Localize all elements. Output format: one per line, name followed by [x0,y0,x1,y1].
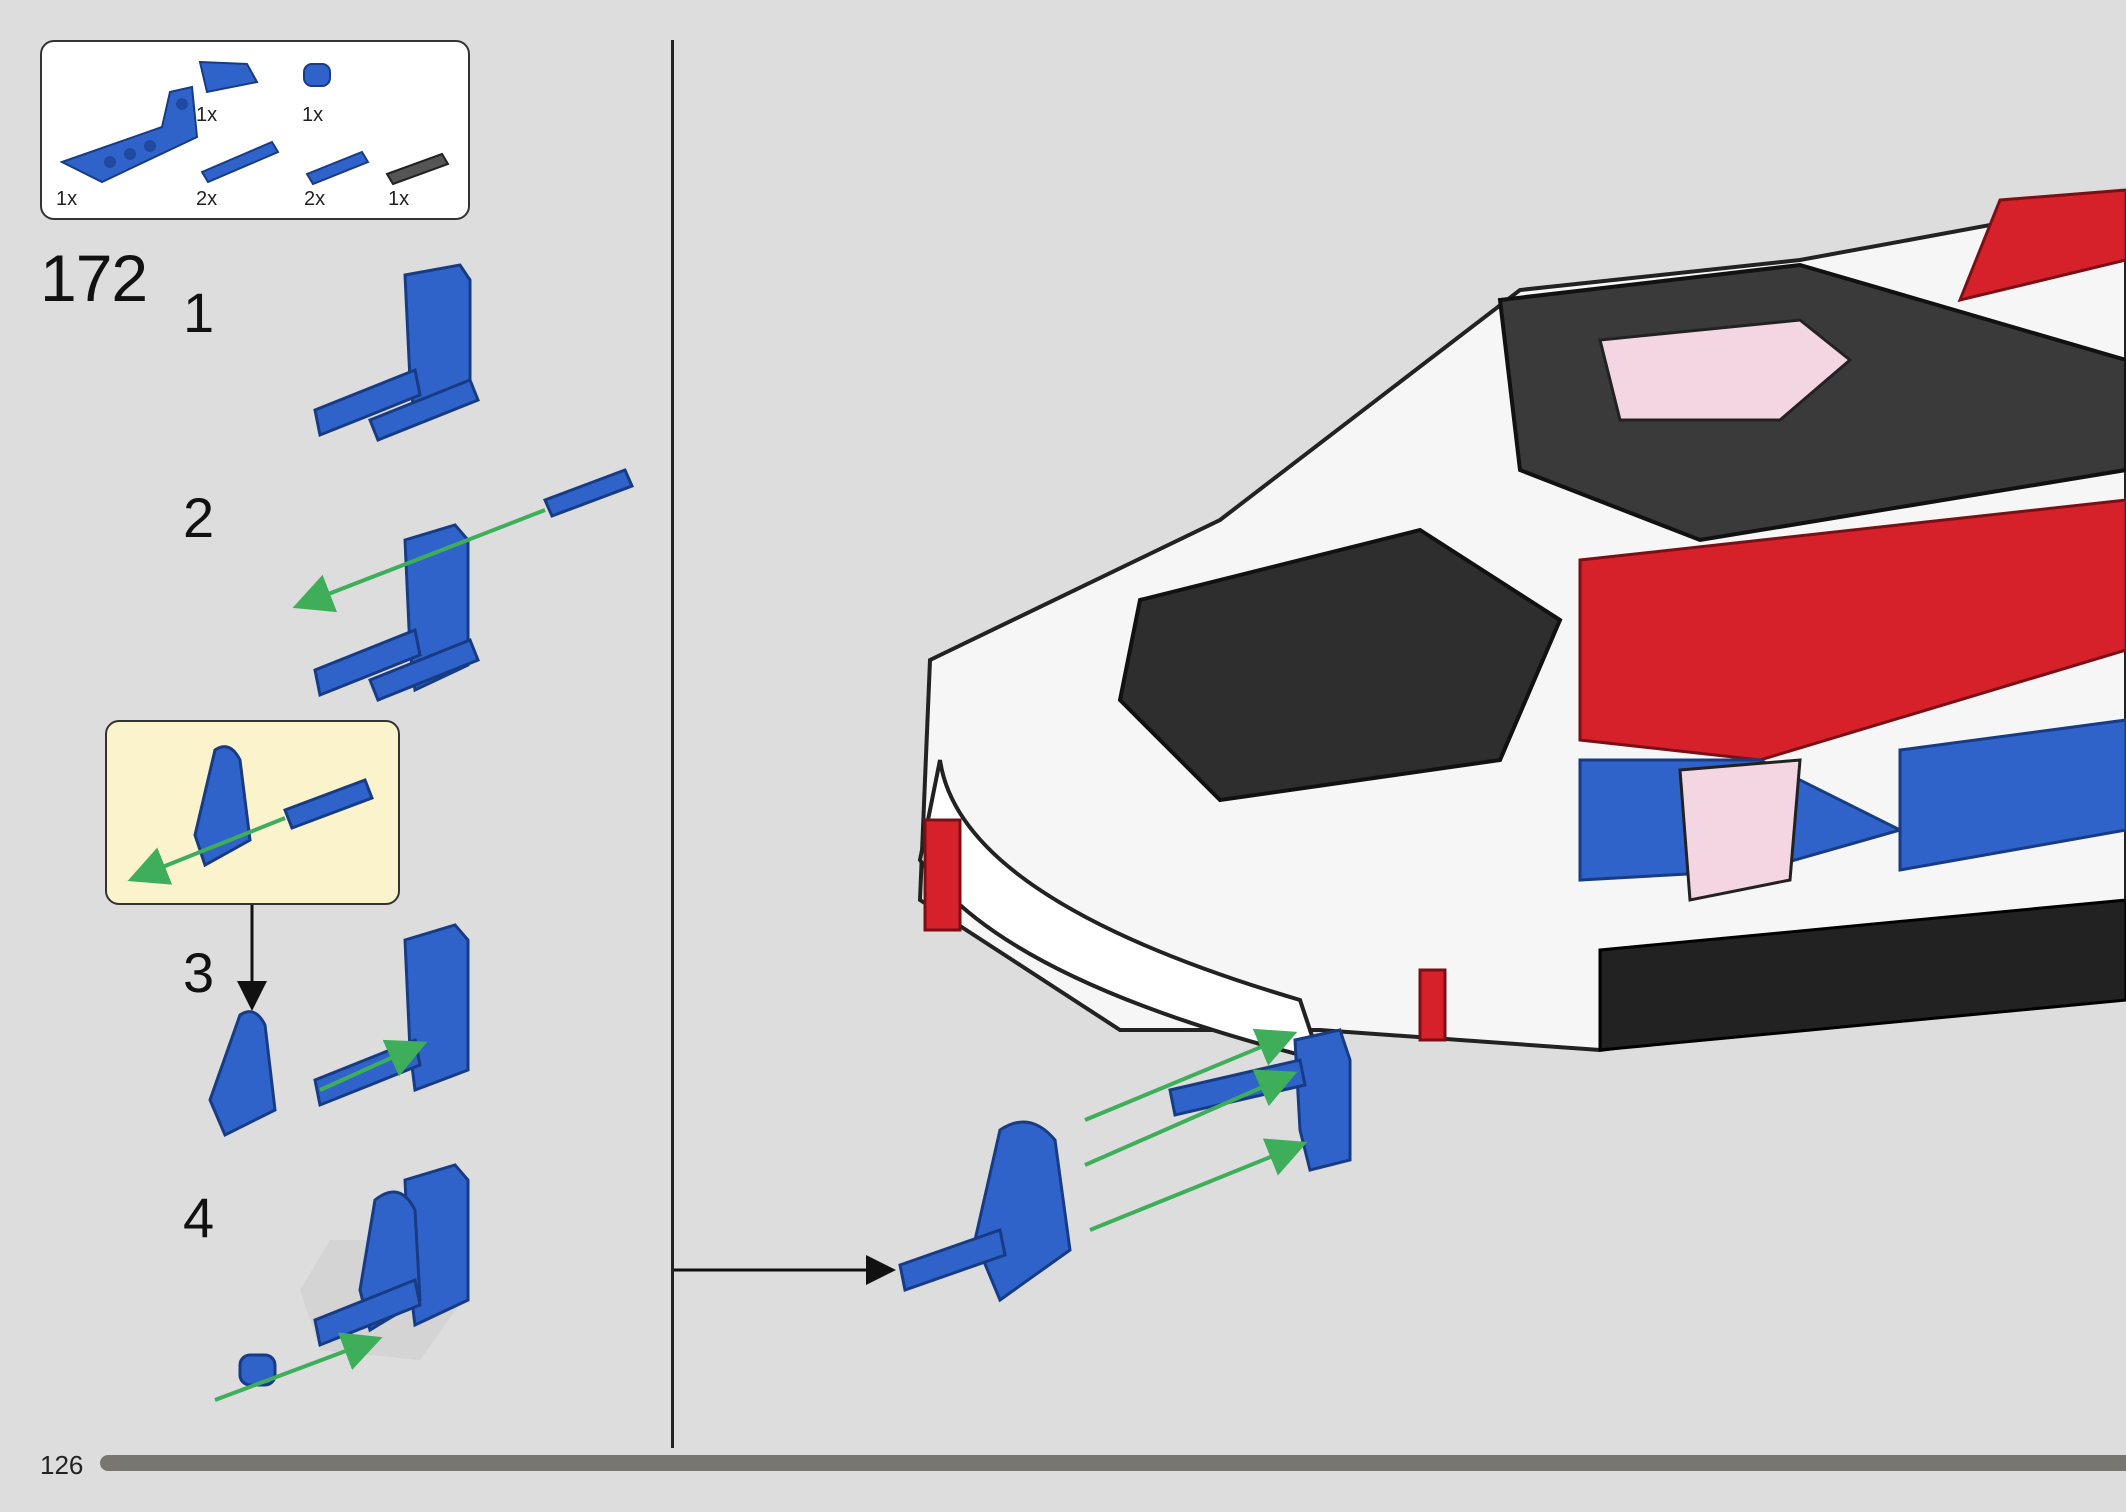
part-qty: 1x [56,188,78,210]
substep-4-assembly [214,1163,470,1402]
substep-label: 4 [183,1186,215,1249]
blue-short-pin-icon [305,150,370,186]
substep-label: 2 [183,486,215,549]
final-assembly-parts [898,1028,1352,1303]
part-qty: 1x [196,104,218,126]
part-qty: 1x [302,104,324,126]
substep-2-beam [292,468,635,702]
substep-label: 3 [183,941,215,1004]
blue-angled-beam-icon [59,85,199,184]
step-number: 172 [40,241,148,315]
blue-long-pin-icon [200,140,280,184]
parts-list: 1x 1x 1x 2x 2x 1x [40,40,470,220]
blue-wedge-panel-icon [198,60,259,94]
parts-list-art [59,60,450,186]
page-number: 126 [40,1450,84,1480]
blue-bushing-icon [303,63,331,87]
part-qty: 1x [388,188,410,210]
substep-label: 1 [183,281,215,344]
grey-axle-connector-icon [385,152,450,186]
part-qty: 2x [304,188,326,210]
part-qty: 2x [196,188,218,210]
column-divider [671,40,674,1448]
substep-3-assembly [208,923,470,1138]
race-car-model [917,188,2126,1063]
callout-wedge [127,745,374,885]
page-progress-bar [100,1455,2126,1471]
substep-1-beam [313,263,480,442]
